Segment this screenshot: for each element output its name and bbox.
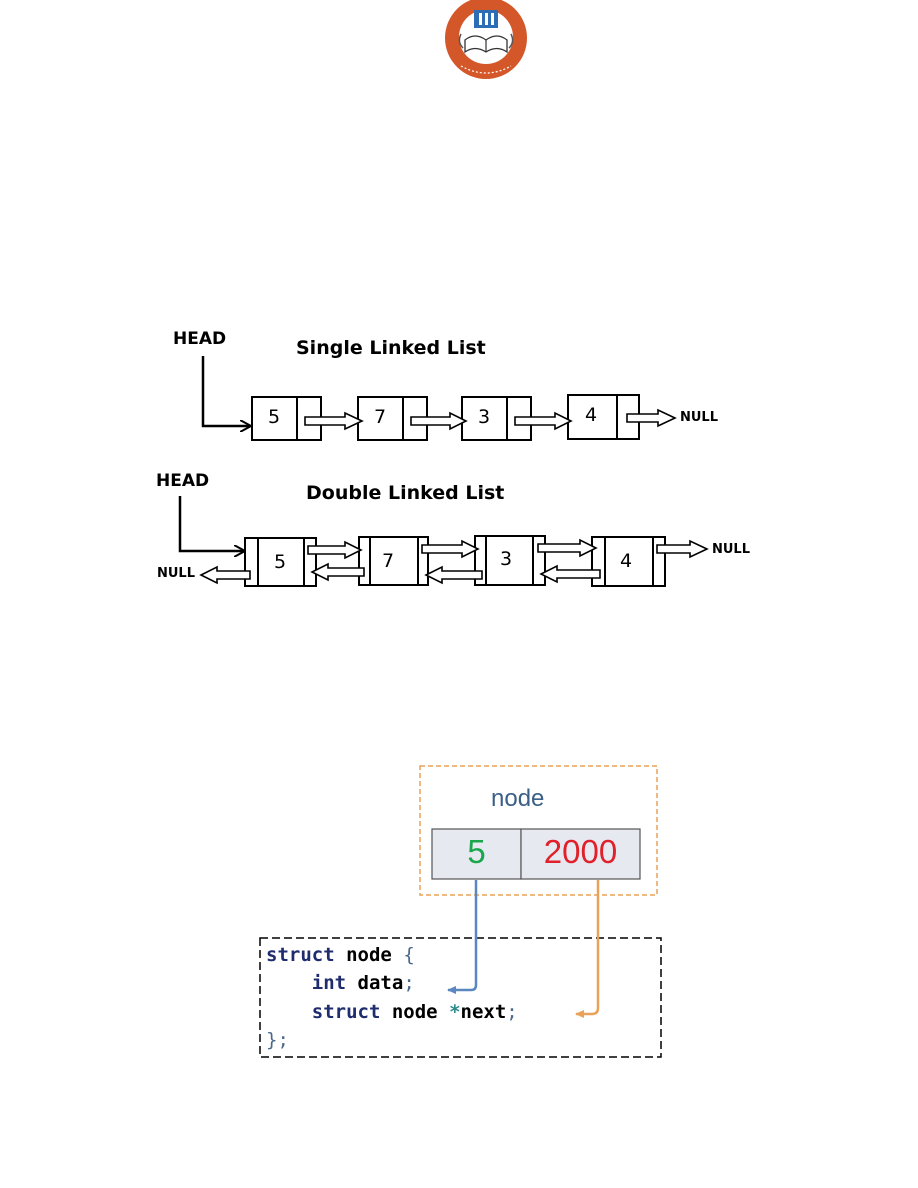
- code-line-4: };: [266, 1029, 289, 1051]
- single-head-arrow: [201, 356, 250, 426]
- single-node-value: 4: [584, 404, 598, 426]
- code-line-3: struct node *next;: [266, 1001, 518, 1023]
- single-pointer-arrow: [304, 408, 677, 431]
- university-logo: [443, 0, 529, 80]
- double-node: [244, 537, 317, 587]
- double-node-value: 5: [273, 551, 287, 573]
- code-keyword: struct: [266, 944, 335, 966]
- double-list-title: Double Linked List: [306, 482, 505, 504]
- code-punct: };: [266, 1029, 289, 1051]
- single-list-title: Single Linked List: [296, 337, 486, 359]
- double-node: [474, 535, 546, 586]
- double-node-value: 4: [619, 550, 633, 572]
- code-punct: ;: [506, 1001, 518, 1023]
- single-node-value: 5: [267, 406, 281, 428]
- single-null-label: NULL: [680, 410, 719, 425]
- code-identifier: data: [357, 972, 404, 994]
- code-line-1: struct node {: [266, 944, 415, 966]
- code-identifier: node: [346, 944, 392, 966]
- node-frame: [419, 765, 658, 896]
- code-frame: [259, 937, 662, 1058]
- double-node: [591, 536, 666, 587]
- single-node-value: 7: [373, 406, 387, 428]
- double-prev-arrow: [199, 562, 601, 585]
- single-head-label: HEAD: [173, 329, 227, 349]
- code-line-2: int data;: [266, 972, 415, 994]
- double-null-right-label: NULL: [712, 542, 751, 557]
- university-seal-icon: [445, 0, 527, 79]
- double-node: [358, 536, 429, 586]
- code-punct: {: [403, 944, 415, 966]
- code-keyword: struct: [311, 1001, 381, 1023]
- node-data-cell: [431, 828, 522, 880]
- code-punct: *: [449, 1001, 461, 1023]
- node-next-cell: [520, 828, 641, 880]
- double-null-left-label: NULL: [157, 566, 196, 581]
- double-node-value: 3: [499, 548, 513, 570]
- node-label: node: [491, 785, 545, 812]
- node-next-value: 2000: [543, 833, 618, 870]
- code-punct: ;: [403, 972, 415, 994]
- double-next-arrow: [307, 538, 709, 560]
- next-pointer-arrow: [575, 880, 600, 1018]
- data-pointer-arrow: [447, 880, 478, 994]
- code-keyword: int: [311, 972, 347, 994]
- double-node-value: 7: [381, 550, 395, 572]
- node-data-value: 5: [467, 833, 486, 870]
- code-identifier: node: [391, 1001, 438, 1023]
- code-identifier: next: [460, 1001, 507, 1023]
- double-head-label: HEAD: [156, 471, 210, 491]
- double-head-arrow: [178, 496, 244, 551]
- single-node-value: 3: [477, 406, 491, 428]
